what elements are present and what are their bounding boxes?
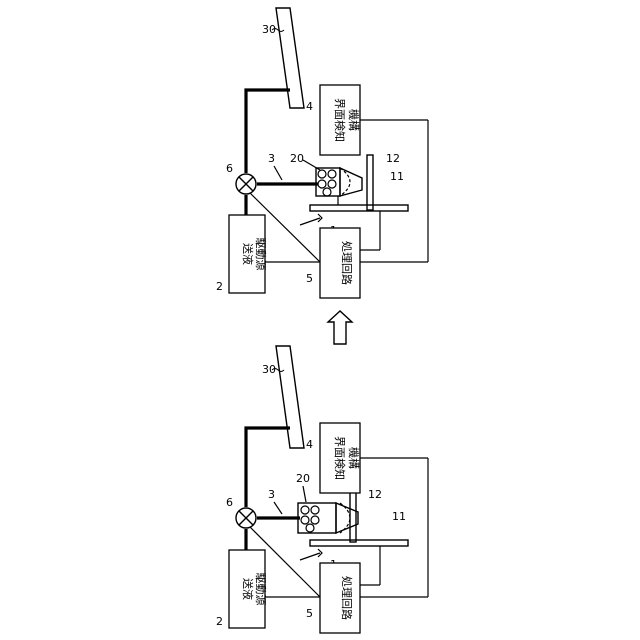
plate-30 — [276, 8, 304, 108]
plate-11 — [310, 205, 408, 211]
ref-5: 5 — [306, 607, 313, 620]
ref-20: 20 — [296, 472, 310, 485]
post-12 — [367, 155, 373, 210]
ref-2: 2 — [216, 615, 223, 628]
ref-30: 30 — [262, 23, 276, 36]
processor-label: 処理回路 — [340, 576, 353, 620]
detector-label-2: 機構 — [347, 109, 361, 131]
detector-label-1: 界面検知 — [333, 436, 347, 480]
transition-arrow-icon — [328, 311, 352, 344]
processor-box-5 — [320, 563, 360, 633]
ref-6: 6 — [226, 496, 233, 509]
panel-top: 30 6 3 送液 駆動源 2 20 12 — [216, 8, 428, 298]
source-label-1: 送液 — [241, 578, 255, 600]
ref-2: 2 — [216, 280, 223, 293]
plate-30 — [276, 346, 304, 448]
source-label-1: 送液 — [241, 243, 255, 265]
ref-11: 11 — [392, 510, 406, 523]
source-label-2: 駆動源 — [254, 573, 268, 606]
ref-12: 12 — [368, 488, 382, 501]
detector-label-2: 機構 — [347, 447, 361, 469]
processor-label: 処理回路 — [340, 241, 353, 285]
ref-12: 12 — [386, 152, 400, 165]
panel-bottom: 30 6 3 送液 駆動源 2 20 12 11 1 — [216, 346, 428, 633]
ref-11: 11 — [390, 170, 404, 183]
ref-6: 6 — [226, 162, 233, 175]
post-12 — [350, 490, 356, 542]
plate-11 — [310, 540, 408, 546]
ref-20: 20 — [290, 152, 304, 165]
ref-5: 5 — [306, 272, 313, 285]
ref-30: 30 — [262, 363, 276, 376]
ref-3: 3 — [268, 152, 275, 165]
detector-label-1: 界面検知 — [333, 98, 347, 142]
source-label-2: 駆動源 — [254, 238, 268, 271]
ref-4: 4 — [306, 100, 313, 113]
sample-20 — [298, 503, 336, 533]
ref-3: 3 — [268, 488, 275, 501]
ref-4: 4 — [306, 438, 313, 451]
processor-box-5 — [320, 228, 360, 298]
